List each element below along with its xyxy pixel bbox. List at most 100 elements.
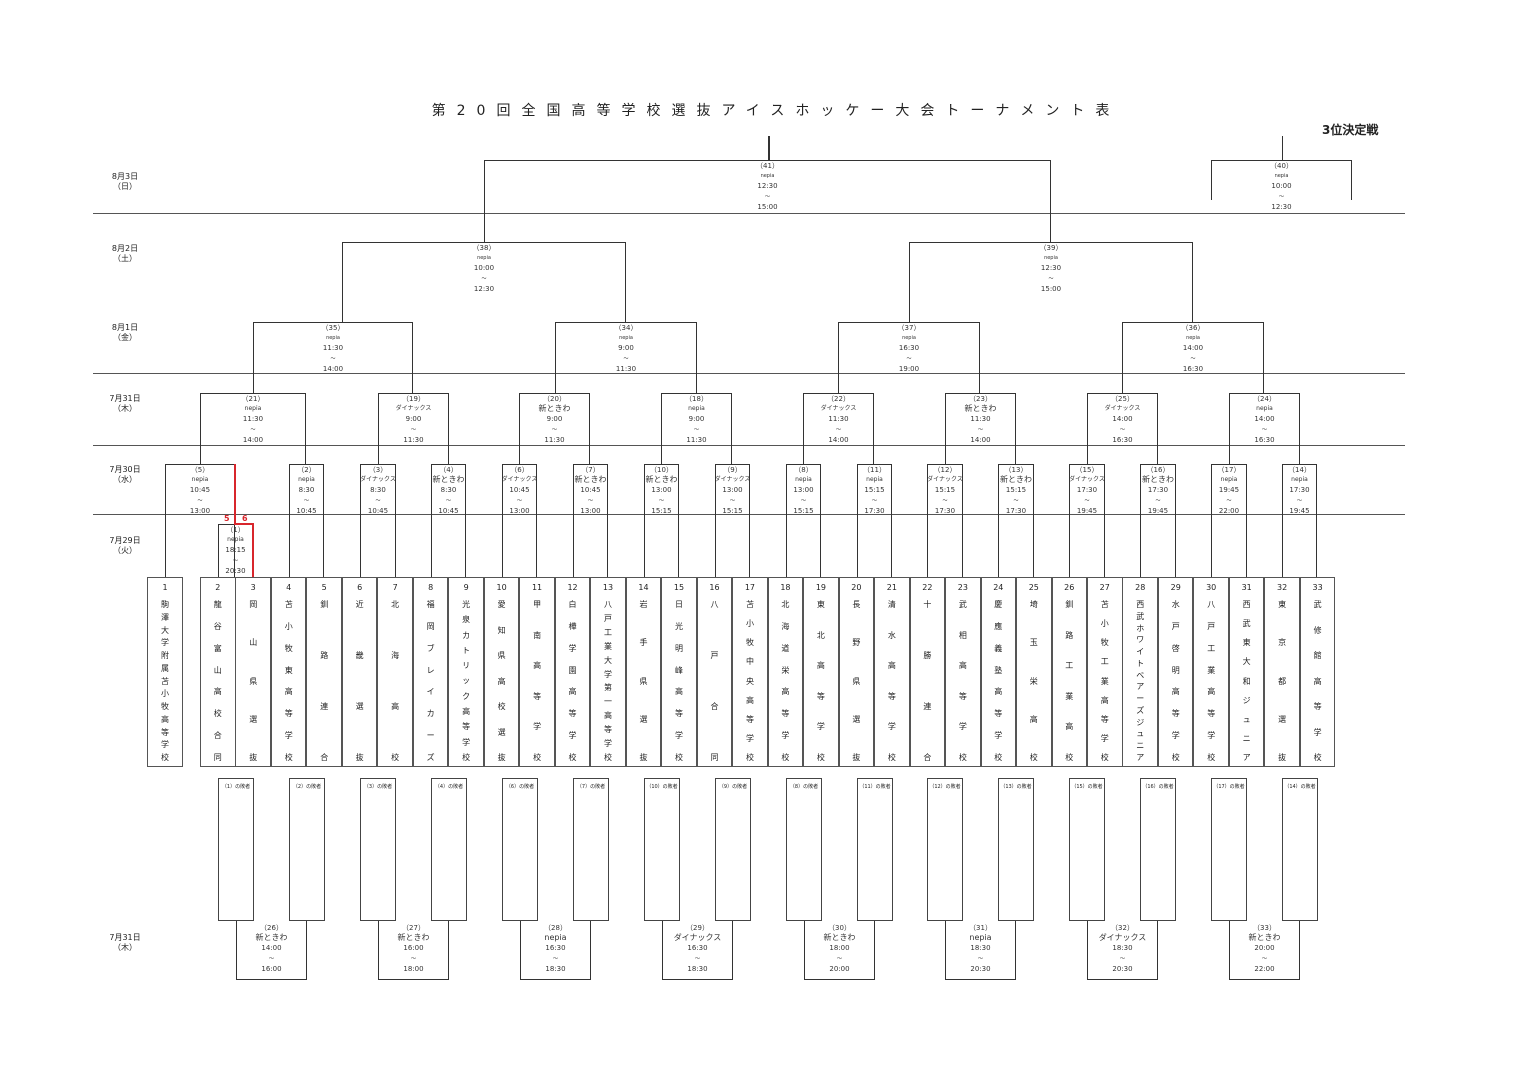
match-number: （34） — [614, 324, 638, 332]
team-name-char: 学 — [781, 731, 790, 741]
team-number: 8 — [428, 583, 434, 592]
venue-name: ダイナックス — [1098, 933, 1147, 943]
venue-name: nepia — [1186, 335, 1200, 342]
end-time: 10:45 — [296, 506, 317, 515]
time-range-mark: ～ — [1296, 497, 1302, 504]
team-number: 29 — [1170, 583, 1181, 592]
match-number: （26） — [260, 924, 283, 932]
venue-name: nepia — [191, 476, 209, 484]
match-bracket-line — [945, 393, 1016, 464]
score-label: 6 — [242, 514, 248, 523]
team-number: 6 — [357, 583, 363, 592]
venue-name: 新ときわ — [964, 404, 997, 414]
start-time: 18:30 — [970, 944, 991, 953]
start-time: 13:00 — [651, 486, 672, 495]
start-time: 10:45 — [509, 486, 530, 495]
time-range-mark: ～ — [693, 426, 699, 433]
team-name-char: 小 — [161, 689, 169, 699]
match-number: （3） — [368, 466, 388, 474]
match-bracket-line — [1140, 464, 1176, 577]
team-name-char: 合 — [923, 753, 932, 762]
match-bracket-line — [289, 464, 324, 577]
end-time: 14:00 — [322, 364, 344, 373]
match-bracket-line — [1069, 464, 1105, 577]
team-name-char: 抜 — [1278, 753, 1287, 762]
team-name-char: 戸 — [710, 651, 719, 660]
start-time: 8:30 — [298, 486, 315, 495]
team-name-char: 明 — [674, 643, 683, 653]
team-name: 苫小牧中央高等学校 — [733, 600, 767, 762]
team-name-char: 等 — [674, 709, 683, 719]
team-name-char: 高 — [284, 687, 293, 697]
match-number: （10） — [650, 466, 673, 474]
venue-name: ダイナックス — [1104, 405, 1141, 413]
consolation-bracket-line — [1229, 921, 1300, 980]
team-name: 龍谷富山高校合同 — [201, 600, 235, 762]
venue-name: nepia — [298, 476, 315, 484]
team-name: 西武ホワイトベアーズジュニア — [1123, 600, 1157, 762]
match-bracket-line — [519, 393, 590, 464]
team-name-char: 和 — [1242, 676, 1251, 686]
team-name-char: 抜 — [355, 753, 364, 762]
time-range-mark: ～ — [1013, 497, 1019, 504]
team-name-char: ア — [1242, 753, 1251, 762]
venue-name: 新ときわ — [397, 933, 430, 943]
start-time: 14:00 — [1182, 344, 1204, 353]
end-time: 15:15 — [793, 506, 814, 515]
third-place-stem — [1282, 136, 1284, 160]
team-name-char: 選 — [497, 727, 506, 737]
match-number: （30） — [828, 924, 851, 932]
start-time: 19:45 — [1218, 486, 1240, 495]
team-name-char: 校 — [1029, 753, 1038, 762]
team-name-char: 県 — [249, 676, 258, 686]
start-time: 14:00 — [1112, 415, 1133, 424]
team-name-char: 牧 — [1100, 638, 1109, 648]
team-name-char: 山 — [213, 665, 222, 675]
consolation-bracket-line — [945, 921, 1016, 980]
team-name-char: 清 — [887, 600, 896, 609]
match-bracket-line — [644, 464, 679, 577]
team-name-char: 等 — [745, 714, 754, 724]
time-range-mark: ～ — [1261, 955, 1267, 962]
team-number: 13 — [602, 583, 614, 592]
team-name-char: 校 — [604, 752, 613, 762]
end-time: 12:30 — [473, 284, 495, 293]
end-time: 12:30 — [1271, 202, 1292, 211]
team-name-char: カ — [462, 630, 471, 640]
team-name-char: 等 — [568, 709, 577, 719]
start-time: 9:00 — [405, 415, 422, 424]
match-bracket-line — [1211, 160, 1352, 200]
match-number: （32） — [1111, 924, 1134, 932]
start-time: 10:00 — [473, 264, 495, 273]
team-name-char: 東 — [1278, 600, 1287, 609]
start-time: 10:00 — [1271, 182, 1292, 191]
loser-slot: （2）の敗者 — [289, 778, 325, 921]
time-range-mark: ～ — [764, 193, 770, 200]
team-name-char: ー — [1136, 694, 1145, 704]
match-bracket-line — [360, 464, 396, 577]
match-number: （31） — [969, 924, 992, 932]
time-range-mark: ～ — [1226, 497, 1232, 504]
venue-name: nepia — [477, 255, 491, 262]
team-name-char: 修 — [1313, 625, 1322, 635]
team-name-char: 校 — [1100, 753, 1109, 762]
team-name-char: 学 — [887, 722, 896, 732]
day-label: （土） — [113, 254, 137, 263]
final-stem — [768, 136, 770, 160]
team-name-char: ズ — [426, 752, 435, 762]
time-range-mark: ～ — [1155, 497, 1161, 504]
end-time: 19:00 — [898, 364, 920, 373]
team-name-char: 工 — [604, 627, 613, 637]
team-name-char: 北 — [816, 630, 825, 640]
match-bracket-line — [1282, 464, 1317, 577]
